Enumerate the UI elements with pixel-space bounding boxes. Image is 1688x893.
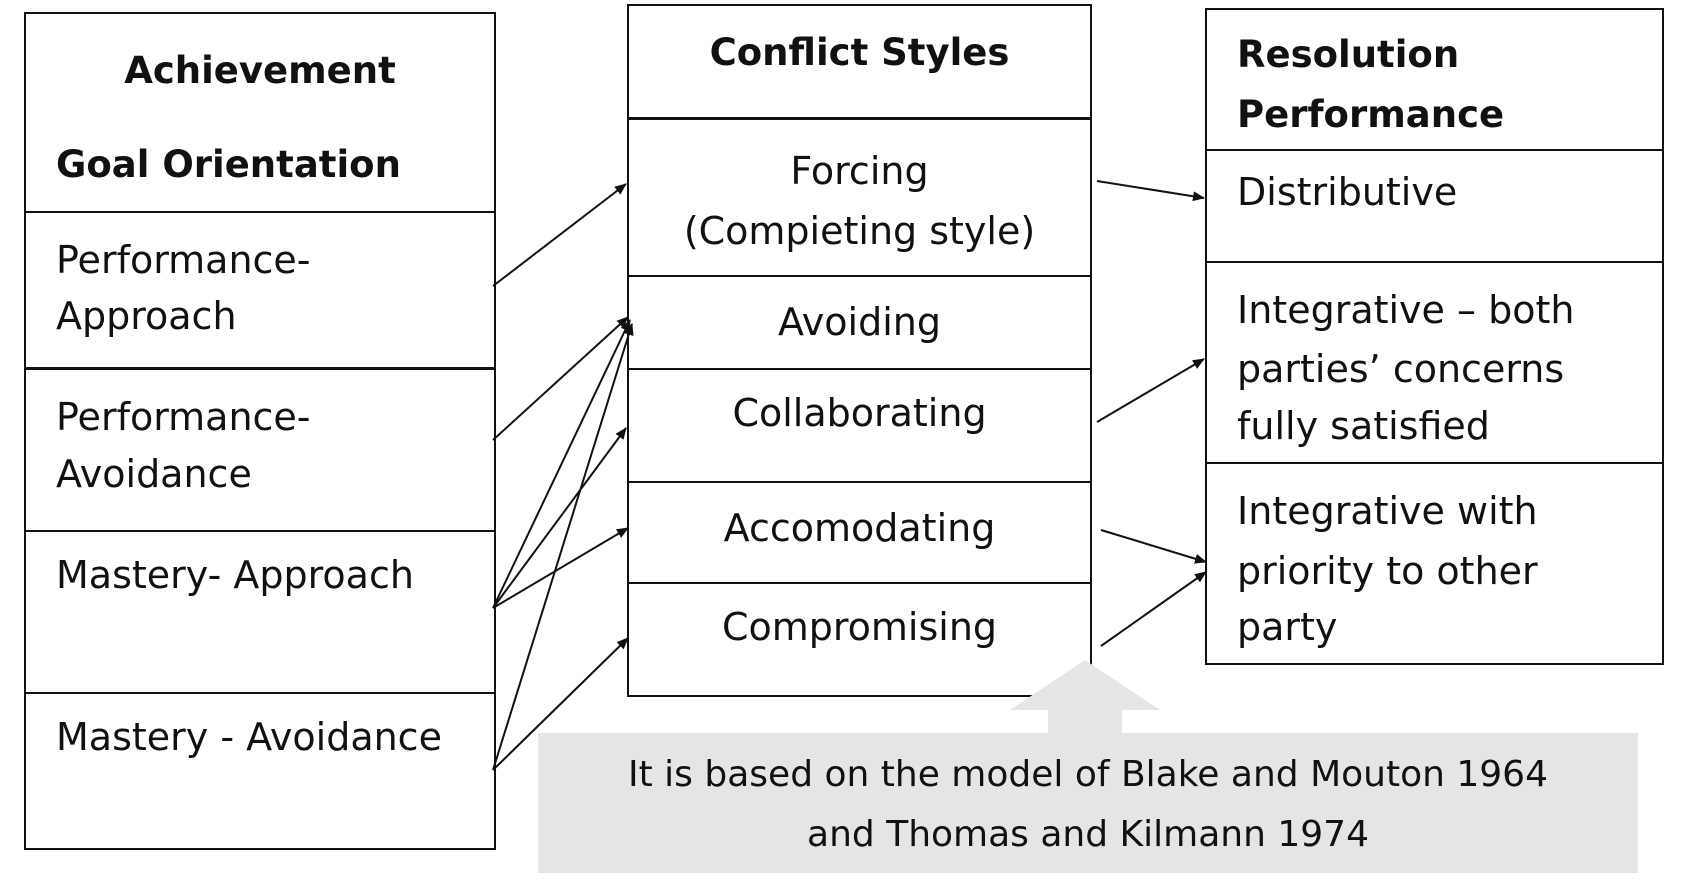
goal-orientation-header: Achievement Goal Orientation (26, 14, 494, 211)
goal-item-label: Approach (56, 294, 237, 338)
style-item-accomodating: Accomodating (629, 481, 1090, 582)
goal-item-label: Mastery - Avoidance (56, 715, 442, 759)
arrow-mastery-approach-to-collaborating (492, 427, 627, 609)
conflict-styles-header-label: Conflict Styles (709, 31, 1010, 74)
goal-header-line1: Achievement (124, 49, 396, 92)
goal-header-line2: Goal Orientation (56, 143, 401, 186)
arrow-forcing-to-distributive (1096, 180, 1205, 202)
style-item-label: Accomodating (723, 506, 996, 550)
resolution-item-label: fully satisfied (1237, 404, 1490, 448)
arrow-collaborating-to-integrative (1096, 358, 1205, 423)
arrow-mastery-avoidance-to-avoiding (492, 323, 634, 771)
arrow-perf-avoidance-to-avoiding (492, 316, 629, 441)
style-item-collaborating: Collaborating (629, 368, 1090, 481)
goal-orientation-column: Achievement Goal Orientation Performance… (24, 12, 496, 850)
style-item-avoiding: Avoiding (629, 275, 1090, 368)
resolution-header-line2: Performance (1237, 93, 1505, 136)
arrow-perf-approach-to-forcing (492, 183, 627, 287)
style-item-forcing: Forcing (Compieting style) (629, 117, 1090, 275)
style-item-compromising: Compromising (629, 582, 1090, 695)
conflict-styles-column: Conflict Styles Forcing (Compieting styl… (627, 4, 1092, 697)
goal-item-label: Mastery- Approach (56, 553, 414, 597)
up-arrow-icon (1010, 660, 1160, 735)
goal-item-performance-approach: Performance- Approach (26, 211, 494, 367)
source-note: It is based on the model of Blake and Mo… (538, 733, 1638, 873)
arrow-mastery-approach-to-accomodating (492, 527, 629, 609)
source-note-line2: and Thomas and Kilmann 1974 (807, 814, 1369, 855)
source-note-line1: It is based on the model of Blake and Mo… (628, 754, 1548, 795)
goal-item-label: Performance- (56, 395, 311, 439)
style-item-label: Forcing (790, 149, 929, 193)
resolution-item-distributive: Distributive (1207, 149, 1662, 261)
resolution-header-line1: Resolution (1237, 33, 1460, 76)
conflict-styles-header: Conflict Styles (629, 6, 1090, 117)
resolution-item-integrative-both: Integrative – both parties’ concerns ful… (1207, 261, 1662, 462)
arrow-compromising-to-priority (1100, 571, 1207, 647)
goal-item-mastery-approach: Mastery- Approach (26, 530, 494, 692)
resolution-item-integrative-priority: Integrative with priority to other party (1207, 462, 1662, 667)
style-item-label: Collaborating (732, 391, 987, 435)
resolution-item-label: Integrative with (1237, 489, 1538, 533)
style-item-label: Avoiding (778, 300, 941, 344)
arrow-mastery-avoidance-to-compromising (492, 637, 629, 771)
resolution-header: Resolution Performance (1207, 10, 1662, 149)
style-item-label: Compromising (721, 605, 998, 649)
resolution-item-label: priority to other (1237, 549, 1538, 593)
arrow-mastery-approach-to-avoiding (492, 319, 631, 609)
arrow-accomodating-to-priority (1100, 529, 1207, 564)
resolution-item-label: parties’ concerns (1237, 347, 1565, 391)
goal-item-mastery-avoidance: Mastery - Avoidance (26, 692, 494, 852)
resolution-item-label: Distributive (1237, 170, 1458, 214)
goal-item-label: Avoidance (56, 452, 252, 496)
resolution-item-label: Integrative – both (1237, 288, 1575, 332)
resolution-item-label: party (1237, 605, 1338, 649)
resolution-performance-column: Resolution Performance Distributive Inte… (1205, 8, 1664, 665)
goal-item-label: Performance- (56, 238, 311, 282)
style-item-label: (Compieting style) (683, 209, 1036, 253)
goal-item-performance-avoidance: Performance- Avoidance (26, 367, 494, 530)
